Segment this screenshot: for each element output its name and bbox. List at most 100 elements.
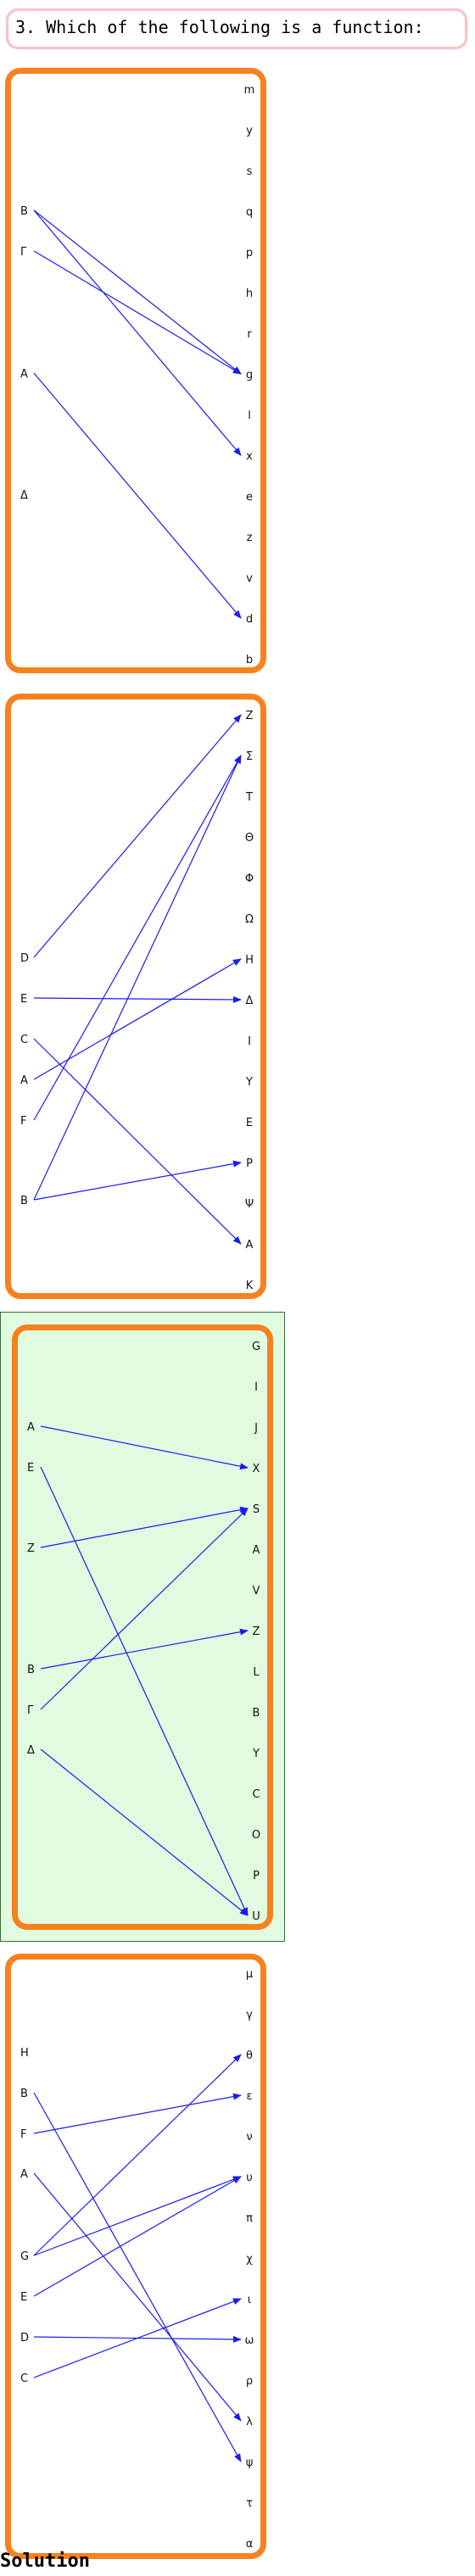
mapping-arrow bbox=[33, 209, 242, 456]
mapping-arrow bbox=[33, 372, 242, 619]
domain-label: C bbox=[20, 2372, 28, 2385]
codomain-label: L bbox=[253, 1666, 260, 1679]
codomain-label: T bbox=[245, 791, 253, 804]
codomain-label: τ bbox=[246, 2497, 253, 2510]
domain-label: B bbox=[20, 2088, 28, 2100]
codomain-label: b bbox=[246, 654, 253, 666]
domain-label: Γ bbox=[27, 1704, 34, 1717]
codomain-label: P bbox=[253, 1870, 260, 1882]
mapping-arrow bbox=[33, 2092, 242, 2462]
domain-label: E bbox=[20, 993, 27, 1006]
codomain-label: Δ bbox=[246, 995, 254, 1007]
codomain-label: Ψ bbox=[245, 1198, 254, 1211]
codomain-label: O bbox=[252, 1829, 260, 1842]
mapping-arrow bbox=[33, 209, 242, 375]
codomain-label: θ bbox=[246, 2049, 253, 2062]
mapping-arrow bbox=[33, 714, 242, 958]
domain-label: A bbox=[20, 2168, 28, 2181]
mapping-arrow bbox=[33, 1160, 242, 1201]
codomain-label: P bbox=[246, 1157, 253, 1170]
codomain-label: J bbox=[254, 1422, 258, 1435]
codomain-label: B bbox=[253, 1707, 260, 1720]
codomain-label: C bbox=[252, 1788, 260, 1801]
codomain-label: p bbox=[246, 247, 253, 259]
domain-label: D bbox=[20, 952, 29, 965]
domain-label: Δ bbox=[20, 489, 28, 502]
domain-label: E bbox=[20, 2291, 27, 2304]
codomain-label: Σ bbox=[246, 750, 253, 763]
answer-highlight bbox=[0, 1312, 285, 1942]
mapping-arrow bbox=[40, 1508, 249, 1710]
codomain-label: λ bbox=[246, 2416, 253, 2428]
mapping-arrow bbox=[40, 1506, 249, 1548]
mapping-arrow bbox=[33, 2176, 242, 2297]
codomain-label: X bbox=[253, 1463, 260, 1475]
codomain-label: Z bbox=[246, 710, 254, 722]
codomain-label: ω bbox=[245, 2334, 254, 2347]
codomain-label: l bbox=[248, 410, 251, 422]
mapping-arrow bbox=[33, 755, 242, 1201]
domain-label: D bbox=[20, 2332, 29, 2345]
mapping-panel-3 bbox=[12, 1324, 273, 1930]
codomain-label: I bbox=[254, 1381, 258, 1394]
codomain-label: z bbox=[247, 532, 253, 544]
codomain-label: A bbox=[253, 1544, 260, 1557]
domain-label: A bbox=[20, 1074, 28, 1087]
codomain-label: y bbox=[246, 125, 253, 137]
codomain-label: α bbox=[246, 2538, 254, 2551]
domain-label: C bbox=[20, 1034, 28, 1046]
mapping-arrow bbox=[33, 250, 242, 375]
codomain-label: I bbox=[248, 1035, 251, 1048]
codomain-label: r bbox=[247, 328, 252, 341]
mapping-arrow bbox=[33, 2298, 242, 2378]
codomain-label: V bbox=[253, 1585, 260, 1597]
codomain-label: γ bbox=[246, 2009, 253, 2021]
domain-label: H bbox=[20, 2047, 29, 2060]
codomain-label: m bbox=[244, 84, 255, 97]
question-text: 3. Which of the following is a function: bbox=[15, 17, 424, 37]
domain-label: Z bbox=[27, 1542, 35, 1555]
domain-label: E bbox=[27, 1462, 34, 1475]
codomain-label: U bbox=[252, 1910, 260, 1923]
codomain-label: Θ bbox=[245, 832, 254, 845]
codomain-label: d bbox=[246, 613, 253, 626]
codomain-label: s bbox=[247, 165, 253, 178]
domain-label: A bbox=[20, 368, 28, 381]
codomain-label: ι bbox=[248, 2294, 251, 2306]
mapping-arrow bbox=[33, 2176, 242, 2256]
domain-label: G bbox=[20, 2250, 29, 2263]
mapping-arrow bbox=[33, 2172, 242, 2422]
codomain-label: x bbox=[246, 450, 253, 463]
domain-label: B bbox=[27, 1664, 35, 1676]
codomain-label: υ bbox=[246, 2172, 253, 2184]
codomain-label: G bbox=[252, 1341, 260, 1353]
mapping-arrow bbox=[33, 2054, 242, 2256]
codomain-label: q bbox=[246, 206, 253, 219]
codomain-label: E bbox=[246, 1117, 253, 1129]
domain-label: B bbox=[20, 205, 28, 218]
codomain-label: e bbox=[246, 491, 253, 504]
mapping-arrow bbox=[40, 1748, 249, 1916]
codomain-label: S bbox=[253, 1503, 260, 1516]
codomain-label: K bbox=[246, 1280, 254, 1292]
codomain-label: ε bbox=[246, 2090, 252, 2103]
mapping-arrow bbox=[40, 1628, 249, 1670]
codomain-label: Z bbox=[253, 1625, 260, 1638]
mapping-panel-2 bbox=[5, 694, 266, 1299]
domain-label: A bbox=[27, 1421, 35, 1434]
question-box bbox=[6, 8, 467, 49]
mapping-arrow bbox=[33, 995, 242, 1003]
codomain-label: ν bbox=[246, 2131, 252, 2144]
domain-label: B bbox=[20, 1195, 28, 1207]
codomain-label: μ bbox=[246, 1968, 253, 1981]
codomain-label: Ω bbox=[245, 913, 254, 926]
codomain-label: χ bbox=[246, 2253, 253, 2266]
codomain-label: Φ bbox=[245, 873, 254, 885]
codomain-label: Y bbox=[245, 1076, 253, 1089]
mapping-arrow bbox=[40, 1425, 249, 1470]
codomain-label: π bbox=[246, 2212, 253, 2225]
mapping-panel-4 bbox=[5, 1954, 266, 2559]
codomain-label: h bbox=[246, 287, 253, 300]
codomain-label: ρ bbox=[246, 2375, 253, 2388]
